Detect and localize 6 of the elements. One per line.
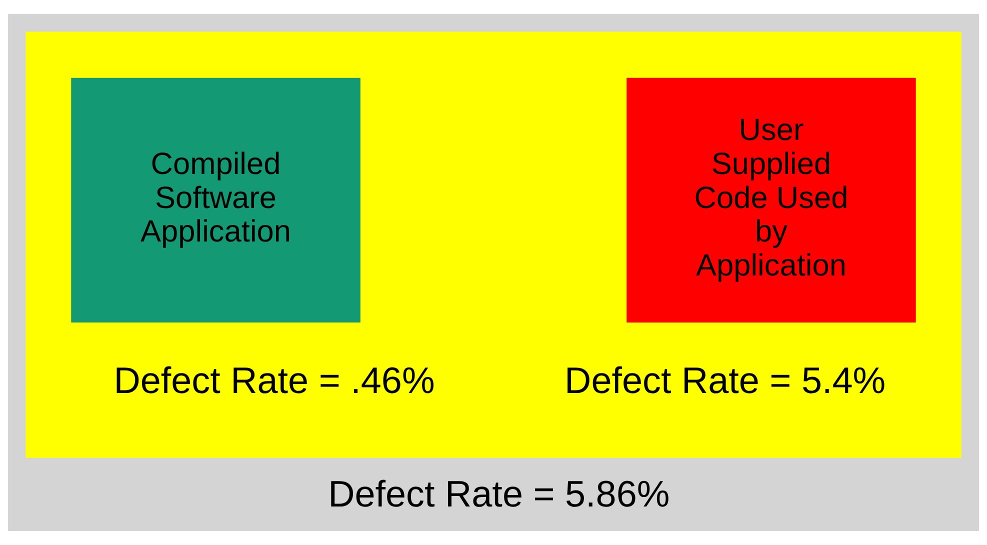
node-box: Compiled Software Application xyxy=(71,78,360,322)
node-label: Defect Rate = 5.4% xyxy=(564,360,886,401)
label: Defect Rate = 5.86% xyxy=(328,474,670,515)
node-box: User Supplied Code Used by Application xyxy=(626,78,916,322)
node-label: Defect Rate = .46% xyxy=(114,360,435,401)
cluster xyxy=(26,32,962,458)
